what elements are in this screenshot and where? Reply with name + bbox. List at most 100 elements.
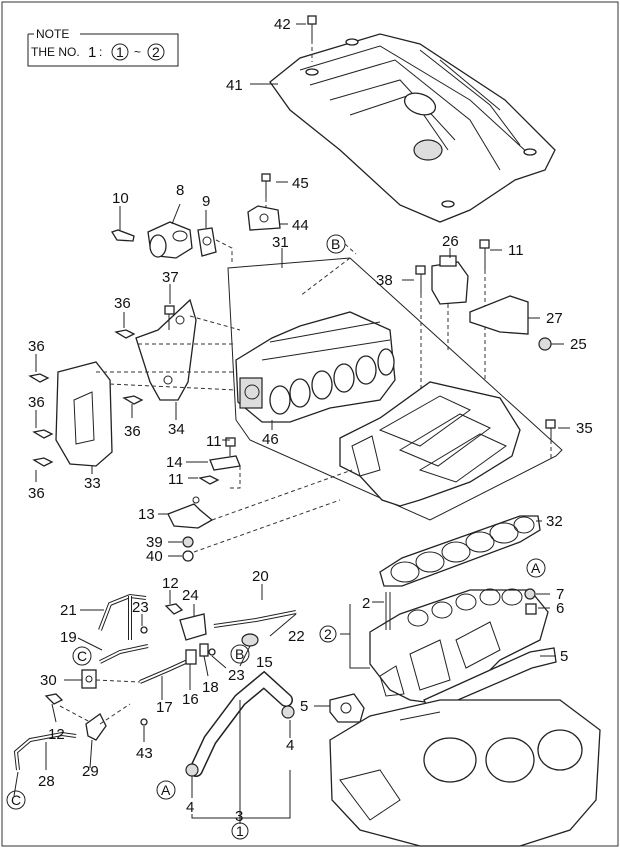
label-34: 34 xyxy=(168,421,185,438)
note-text: THE NO. xyxy=(31,45,80,59)
spring-6 xyxy=(525,603,537,615)
label-25: 25 xyxy=(570,336,587,353)
bolt-36-d xyxy=(122,395,144,405)
label-32: 32 xyxy=(546,513,563,530)
valve-26 xyxy=(431,255,469,305)
bolt-42 xyxy=(307,15,317,62)
label-33: 33 xyxy=(84,475,101,492)
hose-28 xyxy=(13,731,77,771)
label-2: 2 xyxy=(362,595,370,612)
ref-A-bottom: A xyxy=(161,782,171,798)
label-41: 41 xyxy=(226,77,243,94)
hose-17 xyxy=(139,658,191,684)
label-7: 7 xyxy=(556,586,564,603)
label-45: 45 xyxy=(292,175,309,192)
ref-2-assembly: 2 xyxy=(324,626,332,642)
label-24: 24 xyxy=(182,587,199,604)
clip-14 xyxy=(209,455,241,471)
bracket-27 xyxy=(469,295,529,335)
label-12-top: 12 xyxy=(162,575,179,592)
ref-A-right: A xyxy=(531,560,541,576)
label-4-left: 4 xyxy=(186,799,194,816)
bracket-34 xyxy=(135,298,197,401)
label-11-top: 11 xyxy=(508,242,524,259)
label-29: 29 xyxy=(82,763,99,780)
fitting-18 xyxy=(199,643,209,657)
label-4-right: 4 xyxy=(286,737,294,754)
cylinder-block xyxy=(329,699,601,847)
bolt-36-a xyxy=(114,329,136,339)
hose-20 xyxy=(231,599,293,613)
bolt-36-e xyxy=(32,457,54,467)
label-21: 21 xyxy=(60,602,77,619)
bolt-37 xyxy=(164,305,175,330)
label-18: 18 xyxy=(202,679,219,696)
part-number-labels: 42 41 45 44 10 8 9 31 26 11 38 27 25 37 … xyxy=(28,16,593,825)
clip-23-b xyxy=(208,648,216,656)
hose-21 xyxy=(98,593,147,640)
note-title: NOTE xyxy=(36,27,69,41)
bolt-11-mid xyxy=(225,437,236,456)
label-9: 9 xyxy=(202,193,210,210)
gasket-5-left xyxy=(329,693,365,723)
label-38: 38 xyxy=(376,272,393,289)
bracket-44 xyxy=(247,205,281,231)
gasket-9 xyxy=(197,227,217,257)
label-20: 20 xyxy=(252,568,269,585)
valve-30 xyxy=(81,669,97,689)
label-36-c: 36 xyxy=(28,394,45,411)
bolt-36-c xyxy=(32,429,54,439)
label-46: 46 xyxy=(262,431,279,448)
bolt-11-low xyxy=(198,475,220,485)
label-37: 37 xyxy=(162,269,179,286)
label-15: 15 xyxy=(256,654,273,671)
label-5-left: 5 xyxy=(300,698,308,715)
surge-tank-outline xyxy=(227,257,563,521)
label-36-a: 36 xyxy=(114,295,131,312)
note-range-end: 2 xyxy=(152,44,160,60)
engine-cover xyxy=(269,33,556,223)
label-26: 26 xyxy=(442,233,459,250)
surge-tank-46 xyxy=(235,311,396,423)
bolt-35 xyxy=(545,419,556,460)
bracket-24 xyxy=(179,613,207,641)
note-number: 1 xyxy=(88,44,96,61)
label-27: 27 xyxy=(546,310,563,327)
label-8: 8 xyxy=(176,182,184,199)
label-28: 28 xyxy=(38,773,55,790)
label-42: 42 xyxy=(274,16,291,33)
circled-references: B A C B A C 1 2 xyxy=(6,234,546,840)
bolt-12-low xyxy=(44,693,64,705)
washer-39 xyxy=(182,536,194,548)
bolt-11-top xyxy=(479,239,490,380)
label-30: 30 xyxy=(40,672,57,689)
bolt-45 xyxy=(261,173,271,210)
label-39: 39 xyxy=(146,534,163,551)
label-6: 6 xyxy=(556,600,564,617)
label-36-e: 36 xyxy=(28,485,45,502)
label-40: 40 xyxy=(146,548,163,565)
bolt-36-b xyxy=(28,373,50,383)
nut-25 xyxy=(538,337,552,351)
bracket-33 xyxy=(55,361,113,467)
hose-19 xyxy=(99,644,149,664)
elbow-8 xyxy=(147,221,193,259)
label-22: 22 xyxy=(288,628,305,645)
lower-intake-manifold xyxy=(369,588,549,705)
label-13: 13 xyxy=(138,506,155,523)
leader-lines xyxy=(13,23,570,824)
label-36-b: 36 xyxy=(28,338,45,355)
gasket-32 xyxy=(379,515,541,587)
label-5-right: 5 xyxy=(560,648,568,665)
label-3: 3 xyxy=(235,808,243,825)
nut-40 xyxy=(182,550,194,562)
label-31: 31 xyxy=(272,234,289,251)
ref-C-left: C xyxy=(77,648,87,664)
ref-C-bottom: C xyxy=(11,792,21,808)
label-10: 10 xyxy=(112,190,129,207)
label-19: 19 xyxy=(60,629,77,646)
bracket-13 xyxy=(167,496,214,529)
